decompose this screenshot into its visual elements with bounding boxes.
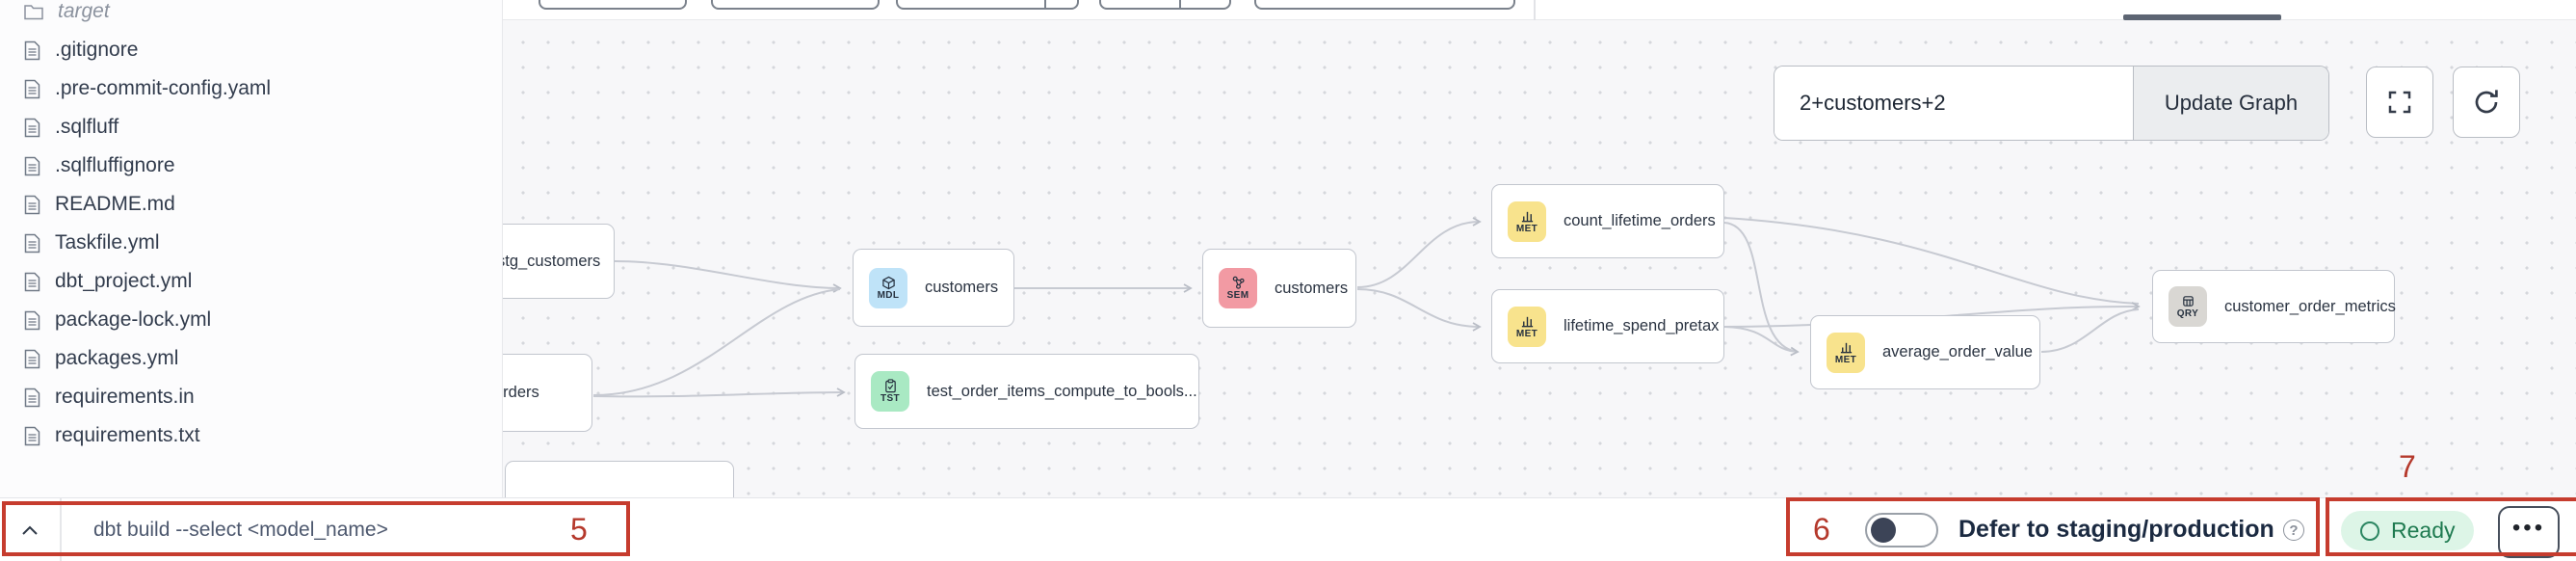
filter-chip[interactable] [896, 0, 1079, 10]
file-row-target[interactable]: target [0, 0, 502, 31]
chevron-up-icon [22, 525, 38, 535]
file-icon [24, 156, 40, 175]
file-explorer: target .gitignore .pre-commit-config.yam… [0, 0, 503, 497]
node-lifetime-spend-pretax[interactable]: MET lifetime_spend_pretax [1491, 289, 1724, 363]
node-test-order-items[interactable]: TST test_order_items_compute_to_bools... [854, 354, 1199, 429]
test-icon: TST [871, 371, 909, 412]
refresh-button[interactable] [2453, 67, 2520, 138]
file-row[interactable]: README.md [0, 185, 502, 224]
defer-label: Defer to staging/production [1958, 516, 2274, 543]
file-icon [24, 79, 40, 98]
metric-icon: MET [1827, 332, 1865, 373]
update-graph-button[interactable]: Update Graph [2133, 67, 2328, 140]
node-customers-model[interactable]: MDL customers [853, 249, 1014, 327]
file-icon [24, 272, 40, 291]
lineage-toolbar-strip [503, 0, 2576, 20]
file-icon [24, 118, 40, 137]
refresh-icon [2475, 90, 2498, 114]
file-row[interactable]: requirements.in [0, 378, 502, 416]
file-icon [24, 40, 40, 60]
file-row[interactable]: .gitignore [0, 31, 502, 69]
file-icon [24, 195, 40, 214]
file-row[interactable]: dbt_project.yml [0, 262, 502, 301]
selector-input[interactable] [1774, 67, 2133, 140]
file-row[interactable]: packages.yml [0, 339, 502, 378]
node-label: customers [1275, 279, 1349, 297]
toggle-knob [1871, 518, 1896, 543]
active-tab-indicator [2123, 14, 2281, 20]
fullscreen-icon [2388, 91, 2411, 114]
file-icon [24, 387, 40, 407]
node-label: stg_customers [497, 252, 601, 270]
file-icon [24, 426, 40, 445]
node-label: lifetime_spend_pretax [1564, 317, 1720, 334]
command-input[interactable]: dbt build --select <model_name> [93, 518, 388, 541]
collapse-panel-button[interactable] [10, 512, 50, 548]
semantic-model-icon: SEM [1219, 268, 1257, 308]
selector-group: Update Graph [1774, 66, 2329, 141]
divider [60, 498, 62, 561]
node-label: test_order_items_compute_to_bools... [927, 382, 1197, 400]
file-row[interactable]: package-lock.yml [0, 301, 502, 339]
saved-query-icon: QRY [2169, 286, 2207, 327]
file-row[interactable]: .pre-commit-config.yaml [0, 69, 502, 108]
file-row[interactable]: .sqlfluff [0, 108, 502, 147]
node-customers-semantic[interactable]: SEM customers [1202, 249, 1356, 328]
file-icon [24, 310, 40, 330]
command-bar: dbt build --select <model_name> Defer to… [0, 497, 2576, 561]
filter-chip[interactable] [711, 0, 880, 10]
file-list: target .gitignore .pre-commit-config.yam… [0, 0, 502, 455]
filter-chip[interactable] [1254, 0, 1515, 10]
more-options-button[interactable]: ••• [2498, 506, 2560, 558]
status-circle-icon [2360, 521, 2379, 541]
node-average-order-value[interactable]: MET average_order_value [1810, 315, 2040, 389]
ellipsis-icon: ••• [2511, 515, 2546, 541]
file-row[interactable]: .sqlfluffignore [0, 147, 502, 185]
node-customer-order-metrics[interactable]: QRY customer_order_metrics [2152, 270, 2396, 343]
node-label: customers [925, 279, 999, 296]
node-label: orders [494, 384, 539, 401]
folder-icon [24, 4, 43, 19]
pane-divider [1534, 0, 1536, 20]
file-row[interactable]: Taskfile.yml [0, 224, 502, 262]
filter-chip[interactable] [1099, 0, 1231, 10]
fullscreen-button[interactable] [2366, 67, 2433, 138]
metric-icon: MET [1508, 306, 1546, 347]
file-icon [24, 233, 40, 253]
defer-toggle[interactable] [1865, 513, 1938, 548]
metric-icon: MET [1508, 200, 1546, 242]
status-badge[interactable]: Ready [2341, 511, 2475, 550]
model-icon: MDL [869, 267, 907, 308]
file-row[interactable]: requirements.txt [0, 416, 502, 455]
node-label: average_order_value [1882, 343, 2033, 361]
file-icon [24, 349, 40, 368]
node-label: customer_order_metrics [2224, 297, 2396, 315]
node-count-lifetime-orders[interactable]: MET count_lifetime_orders [1491, 184, 1724, 258]
filter-chip[interactable] [539, 0, 687, 10]
node-label: count_lifetime_orders [1564, 212, 1716, 229]
help-icon[interactable]: ? [2283, 520, 2304, 541]
